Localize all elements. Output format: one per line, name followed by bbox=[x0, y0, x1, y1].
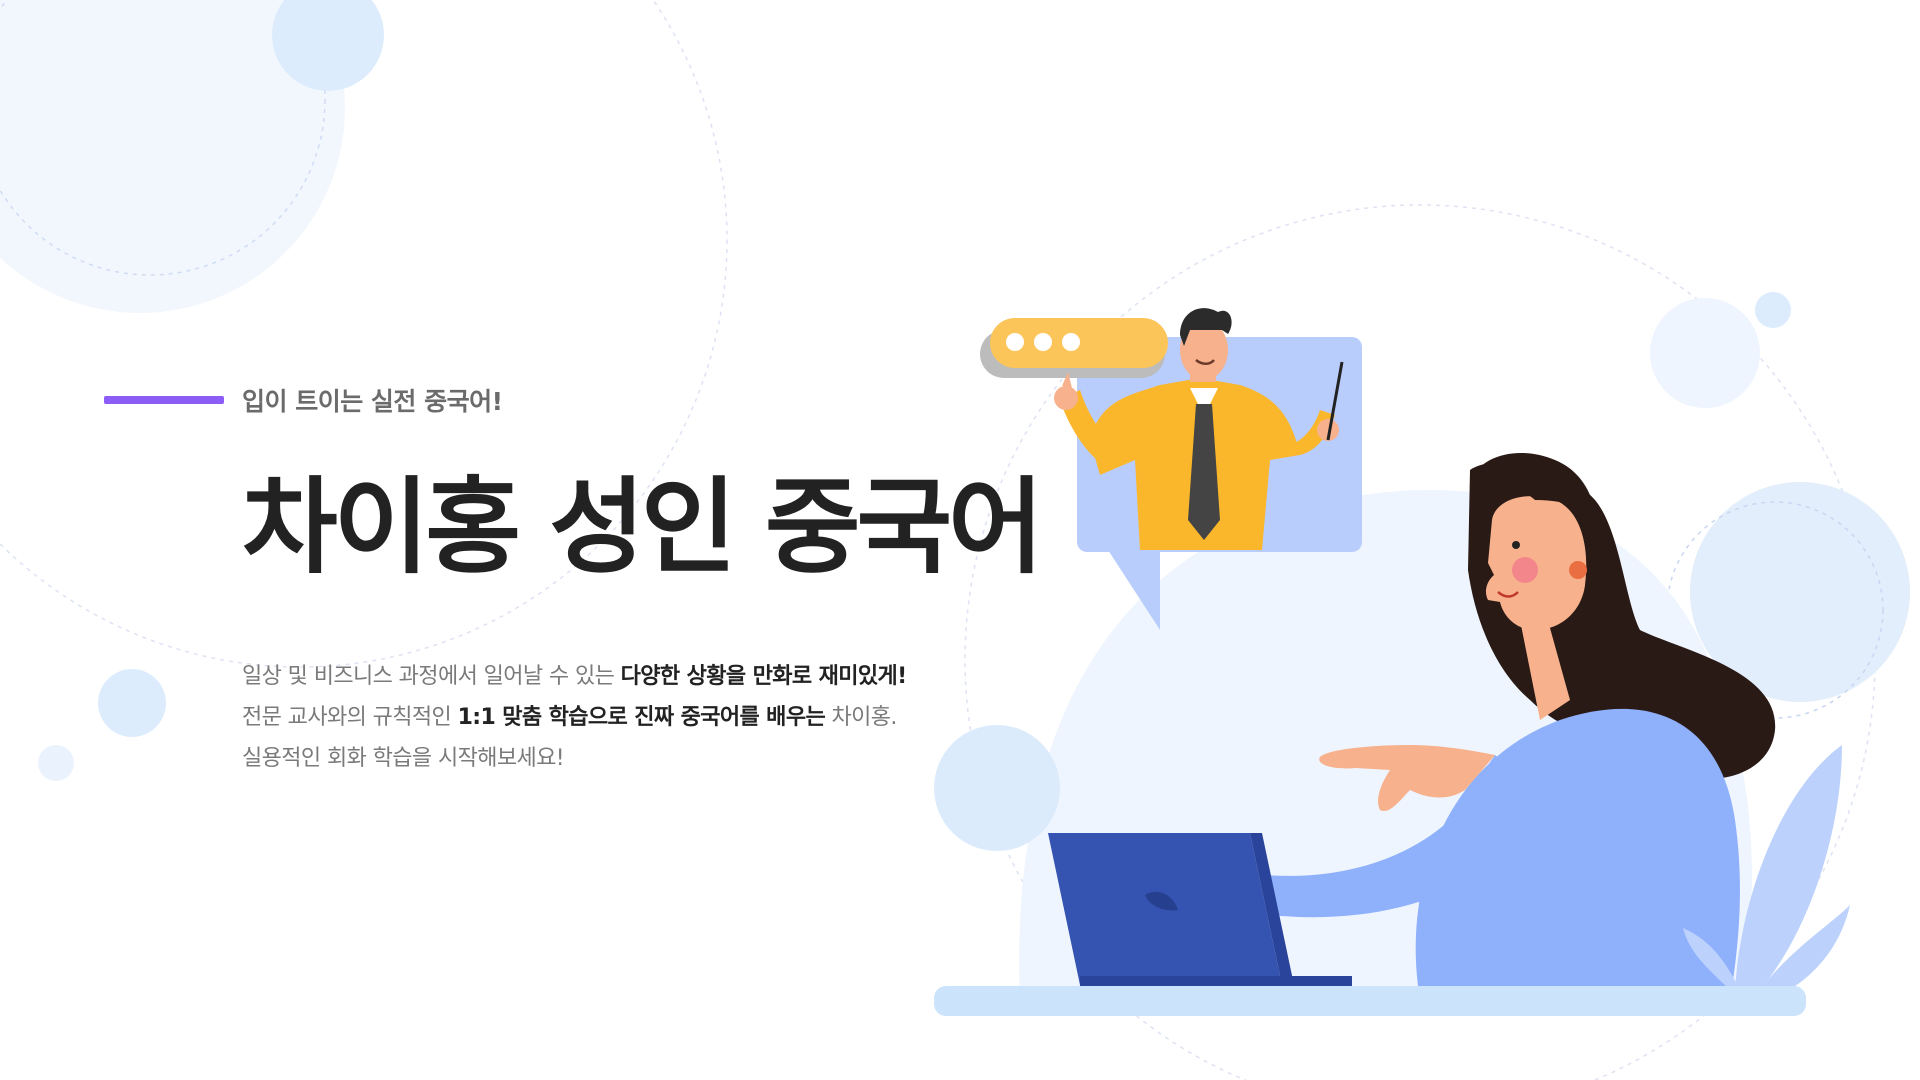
eyebrow: 입이 트이는 실전 중국어! bbox=[104, 380, 1064, 420]
description-text: 전문 교사와의 규칙적인 bbox=[242, 705, 458, 731]
bg-circle-left-small bbox=[38, 745, 74, 781]
bg-circle-large-dashed bbox=[0, 0, 728, 668]
cheek bbox=[1512, 557, 1538, 583]
bg-circle-right-top-small bbox=[1755, 292, 1791, 328]
description-line-3: 실용적인 회화 학습을 시작해보세요! bbox=[242, 738, 1064, 779]
laptop-base bbox=[1080, 976, 1352, 988]
bg-circle-left-mid bbox=[98, 669, 166, 737]
teacher-figure bbox=[1054, 308, 1344, 550]
description-text: 일상 및 비즈니스 과정에서 일어날 수 있는 bbox=[242, 664, 621, 690]
description-line-2: 전문 교사와의 규칙적인 1:1 맞춤 학습으로 진짜 중국어를 배우는 차이홍… bbox=[242, 697, 1064, 738]
eyebrow-text: 입이 트이는 실전 중국어! bbox=[242, 387, 503, 416]
bg-circle-top-left bbox=[0, 0, 345, 313]
hair-front bbox=[1472, 452, 1595, 530]
speech-tail bbox=[1108, 550, 1160, 630]
bg-circle-right-big bbox=[1690, 482, 1910, 702]
bg-circle-top-left-dashed bbox=[0, 0, 326, 276]
page-title: 차이홍 성인 중국어 bbox=[242, 466, 1044, 588]
neck bbox=[1520, 610, 1570, 720]
laptop-edge bbox=[1250, 833, 1294, 985]
accent-bar bbox=[104, 396, 224, 404]
earring bbox=[1569, 561, 1587, 579]
laptop-logo bbox=[1145, 891, 1178, 911]
arm bbox=[1265, 755, 1545, 918]
description-text: 실용적인 회화 학습을 시작해보세요! bbox=[242, 746, 565, 772]
bg-circle-top-left-small bbox=[272, 0, 384, 91]
eye bbox=[1512, 541, 1520, 549]
plant-decoration bbox=[1683, 745, 1850, 995]
student-figure bbox=[1265, 452, 1776, 1000]
bg-circle-right-top bbox=[1650, 298, 1760, 408]
hero-description: 일상 및 비즈니스 과정에서 일어날 수 있는 다양한 상황을 만화로 재미있게… bbox=[242, 656, 1064, 779]
description-text: 차이홍. bbox=[825, 705, 898, 731]
description-line-1: 일상 및 비즈니스 과정에서 일어날 수 있는 다양한 상황을 만화로 재미있게… bbox=[242, 656, 1064, 697]
hero-section: 입이 트이는 실전 중국어! 차이홍 성인 중국어 일상 및 비즈니스 과정에서… bbox=[104, 380, 1064, 779]
description-highlight: 다양한 상황을 만화로 재미있게! bbox=[620, 664, 908, 690]
laptop bbox=[1048, 833, 1352, 988]
bg-circle-laptop-left bbox=[934, 725, 1060, 851]
hand bbox=[1319, 745, 1495, 811]
mouth bbox=[1497, 591, 1519, 598]
bg-circle-right-big-dashed bbox=[1666, 501, 1884, 719]
description-highlight: 1:1 맞춤 학습으로 진짜 중국어를 배우는 bbox=[457, 705, 826, 731]
desk bbox=[934, 986, 1806, 1016]
speech-bubble-dots-icon bbox=[980, 318, 1168, 378]
